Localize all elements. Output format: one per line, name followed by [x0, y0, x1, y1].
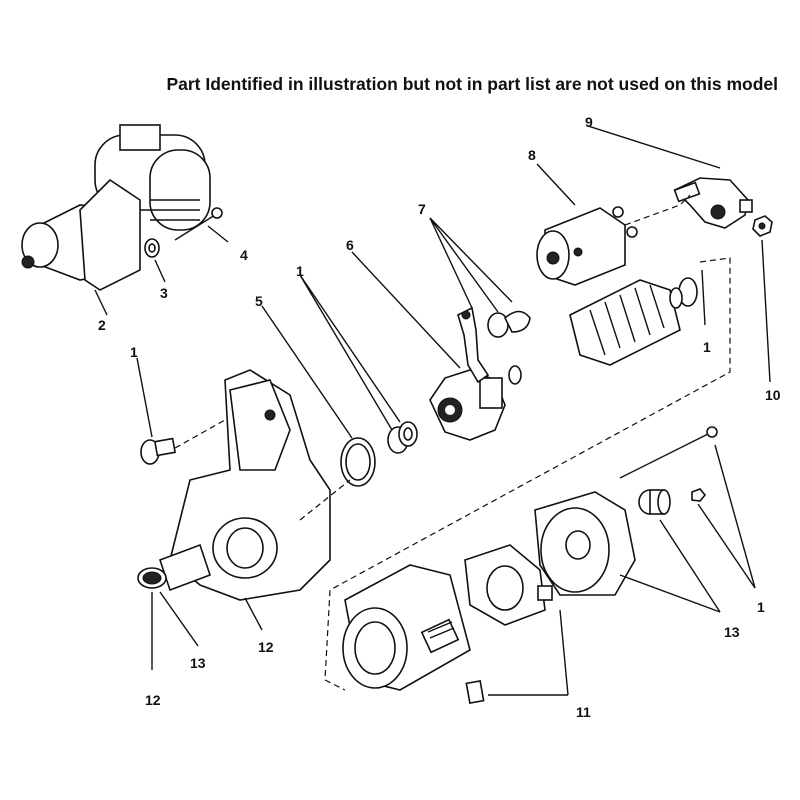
- through-bolt: [174, 207, 223, 241]
- callout-12-housing: 12: [258, 639, 274, 655]
- callout-1-bolt: 1: [130, 344, 138, 360]
- callout-labels: 9 8 7 6 1 5 4 3 2 1 10 1 1 13 11 12 13 1…: [98, 114, 781, 720]
- callout-13-nose: 13: [190, 655, 206, 671]
- callout-12-nose: 12: [145, 692, 161, 708]
- callout-1-screws: 1: [757, 599, 765, 615]
- drive-housing: [137, 369, 331, 601]
- field-frame: [342, 564, 471, 691]
- callout-1-washers: 1: [296, 263, 304, 279]
- diagram-note: Part Identified in illustration but not …: [166, 74, 778, 94]
- commutator-end-cover: [534, 491, 636, 596]
- brush-holder: [464, 544, 553, 704]
- drive-pinion: [429, 369, 506, 441]
- plunger-boot: [673, 177, 753, 229]
- end-bushing: [638, 489, 671, 515]
- seal-ring: [340, 437, 376, 487]
- solenoid: [536, 206, 638, 286]
- callout-5: 5: [255, 293, 263, 309]
- assembled-starter: [21, 124, 211, 291]
- callout-11: 11: [576, 704, 591, 720]
- callout-4: 4: [240, 247, 248, 263]
- callout-13-bushing: 13: [724, 624, 740, 640]
- callout-8: 8: [528, 147, 536, 163]
- callout-6: 6: [346, 237, 354, 253]
- cover-screw: [691, 488, 707, 502]
- long-through-bolt: [619, 426, 718, 479]
- assembly-lines: [174, 194, 731, 691]
- mounting-screw: [140, 437, 177, 465]
- callout-3: 3: [160, 285, 168, 301]
- callout-9: 9: [585, 114, 593, 130]
- lock-washer: [144, 238, 160, 258]
- callout-7: 7: [418, 201, 426, 217]
- callout-10: 10: [765, 387, 781, 403]
- callout-2: 2: [98, 317, 106, 333]
- leader-lines: [94, 125, 771, 696]
- shift-lever: [457, 306, 490, 384]
- thrust-washers: [387, 421, 418, 454]
- callout-1-armature: 1: [703, 339, 711, 355]
- lever-clips: [487, 310, 531, 338]
- armature: [499, 277, 698, 385]
- terminal-nut: [752, 215, 773, 237]
